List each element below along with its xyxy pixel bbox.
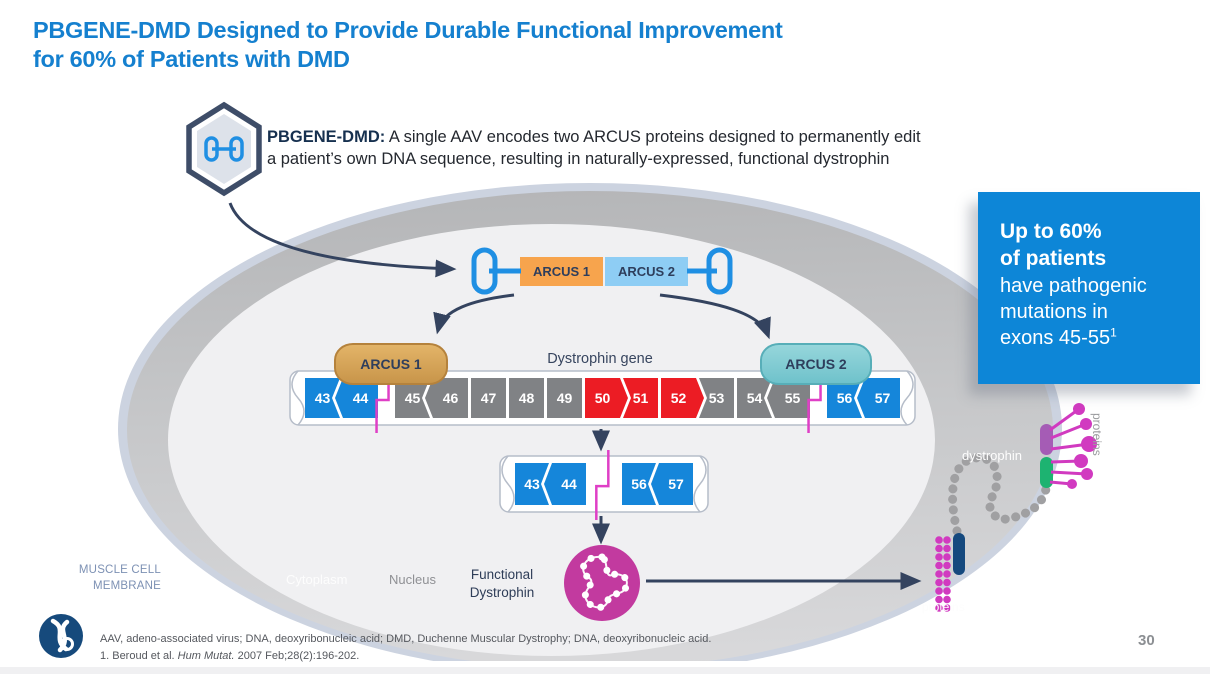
exon-number: 49 (557, 390, 573, 406)
exon-number: 57 (875, 390, 891, 406)
exon-54 (737, 378, 772, 418)
edited-gene-diagram: 43 44 56 57 (499, 450, 709, 520)
exon-number: 55 (785, 390, 801, 406)
exon-number: 45 (405, 390, 421, 406)
callout-bold-line2: of patients (1000, 247, 1107, 271)
exon-48 (509, 378, 544, 418)
exon-number: 53 (709, 390, 725, 406)
exon-number: 57 (668, 476, 684, 492)
intro-line1: A single AAV encodes two ARCUS proteins … (385, 128, 921, 146)
exon-number: 46 (443, 390, 459, 406)
exon-number: 51 (633, 390, 649, 406)
construct-arcus2-box: ARCUS 2 (605, 257, 688, 286)
dystrophin-chain-label: dystrophin (962, 448, 1022, 463)
cytoplasm-label: Cytoplasm (286, 572, 348, 587)
functional-dystrophin-label: Functional Dystrophin (448, 566, 556, 601)
exon-44 (544, 463, 586, 505)
proteins-side-label: proteins (1090, 413, 1104, 456)
exon-57 (857, 378, 900, 418)
page-number: 30 (1138, 632, 1155, 649)
callout-line5: exons 45-551 (1000, 325, 1200, 351)
exon-53 (699, 378, 734, 418)
reference-line: 1. Beroud et al. Hum Mutat. 2007 Feb;28(… (100, 648, 711, 665)
exon-51 (623, 378, 658, 418)
company-logo (39, 614, 83, 658)
exon-number: 50 (595, 390, 611, 406)
aav-construct-glyph-icon (204, 136, 244, 162)
exon-43 (515, 463, 549, 505)
reference-journal: Hum Mutat. (177, 649, 235, 662)
exon-45 (395, 378, 430, 418)
exon-47 (471, 378, 506, 418)
protein-squiggle-icon (579, 553, 631, 611)
page-title-line2: for 60% of Patients with DMD (33, 46, 350, 73)
patients-callout-card: Up to 60% of patients have pathogenic mu… (978, 192, 1200, 384)
footnotes: AAV, adeno-associated virus; DNA, deoxyr… (100, 631, 711, 664)
dystrophin-gene-label: Dystrophin gene (547, 351, 653, 367)
abbreviations-line: AAV, adeno-associated virus; DNA, deoxyr… (100, 633, 712, 645)
exon-52 (661, 378, 704, 418)
nucleus-region (168, 224, 935, 656)
callout-bold-line1: Up to 60% (1000, 220, 1102, 243)
exon-number: 44 (561, 476, 577, 492)
exon-number: 47 (481, 390, 497, 406)
exon-number: 54 (747, 390, 763, 406)
exon-number: 44 (353, 390, 369, 406)
bottom-strip (0, 667, 1210, 674)
exon-49 (547, 378, 582, 418)
intro-line2: a patient’s own DNA sequence, resulting … (267, 149, 890, 168)
callout-line3: have pathogenic (1000, 274, 1147, 297)
exon-number: 43 (315, 390, 331, 406)
exon-44 (335, 378, 378, 418)
exon-50 (585, 378, 628, 418)
callout-line4: mutations in (1000, 300, 1108, 323)
exon-55 (767, 378, 810, 418)
arcus2-protein: ARCUS 2 (760, 343, 872, 385)
footer-divider (0, 661, 1210, 667)
membrane-label-line1: MUSCLE CELL (78, 564, 161, 576)
cut-site-line (595, 450, 610, 520)
proteins-bottom-label: proteins (922, 600, 965, 614)
callout-line5-text: exons 45-55 (1000, 326, 1111, 349)
functional-dystrophin-icon (564, 545, 640, 621)
exon-57 (651, 463, 693, 505)
exon-number: 56 (837, 390, 853, 406)
muscle-cell-membrane-label: MUSCLE CELL MEMBRANE (56, 563, 161, 594)
exon-number: 43 (524, 476, 540, 492)
dystrophin-gene-diagram: 43 44 45 46 47 48 49 50 51 52 53 54 55 56 57 (289, 365, 916, 433)
intro-bold-label: PBGENE-DMD: (267, 128, 386, 146)
pbgene-hexagon-icon (186, 101, 262, 197)
page-title-line1: PBGENE-DMD Designed to Provide Durable F… (33, 17, 783, 43)
exon-46 (425, 378, 468, 418)
exon-number: 52 (671, 390, 687, 406)
intro-text: PBGENE-DMD: A single AAV encodes two ARC… (267, 127, 947, 171)
reference-suffix: 2007 Feb;28(2):196-202. (234, 649, 360, 662)
arcus1-protein: ARCUS 1 (334, 343, 448, 385)
callout-footnote-marker: 1 (1110, 324, 1117, 339)
nucleus-label: Nucleus (389, 572, 436, 587)
exon-56 (827, 378, 862, 418)
functional-label-line2: Dystrophin (469, 584, 535, 600)
page-title: PBGENE-DMD Designed to Provide Durable F… (33, 16, 993, 74)
functional-label-line1: Functional (470, 567, 534, 582)
exon-number: 48 (519, 390, 535, 406)
construct-arcus1-box: ARCUS 1 (520, 257, 603, 286)
membrane-label-line2: MEMBRANE (92, 579, 161, 592)
exon-number: 56 (631, 476, 647, 492)
exon-43 (305, 378, 340, 418)
exon-56 (622, 463, 656, 505)
reference-prefix: 1. Beroud et al. (100, 649, 178, 662)
